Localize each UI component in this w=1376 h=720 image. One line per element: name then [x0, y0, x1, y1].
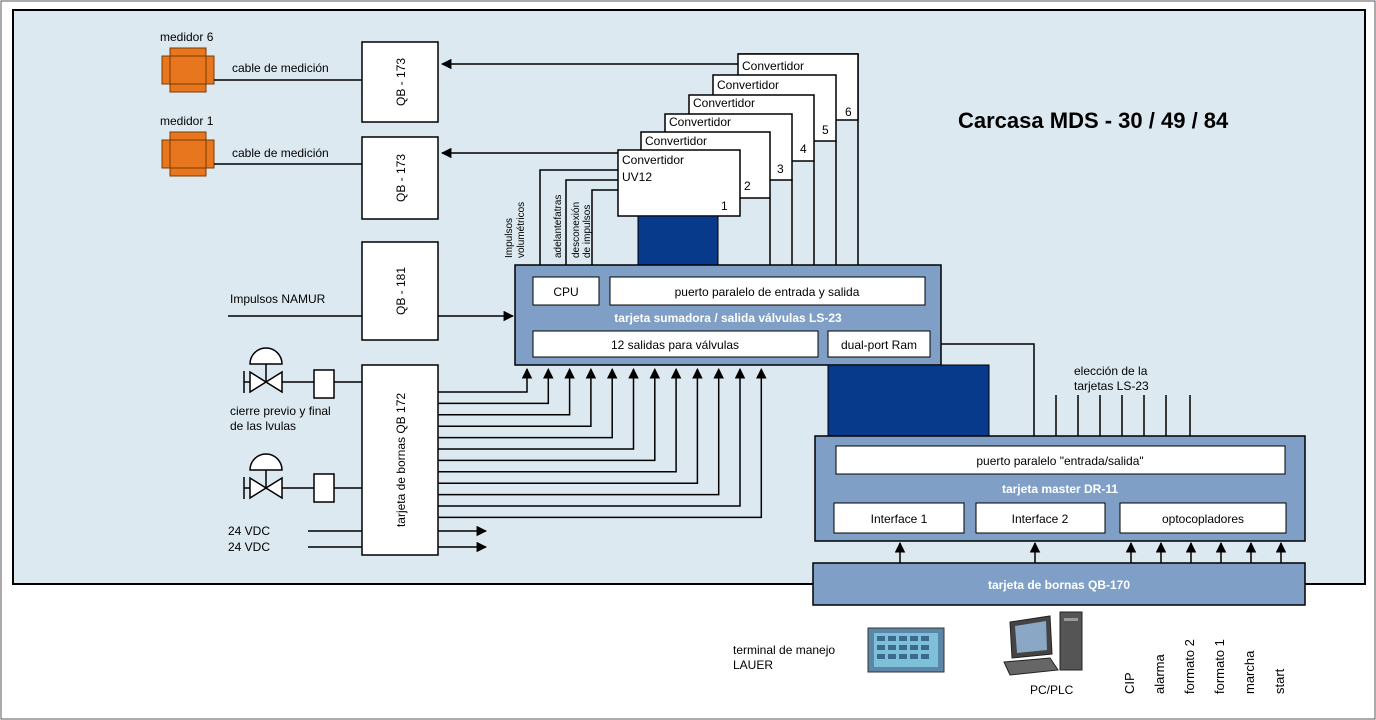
valve-output-line — [438, 367, 767, 519]
valve-bottom-icon — [243, 453, 362, 503]
valve-output-line — [438, 367, 746, 507]
valve-output-line — [438, 367, 682, 473]
qb172-box — [361, 364, 439, 556]
converter-connector — [637, 215, 719, 266]
converter-6-title: Convertidor — [742, 59, 804, 73]
terminal-label-line1: terminal de manejo — [733, 643, 835, 657]
valve-output-line — [438, 367, 618, 439]
meter-6-cable-label: cable de medición — [232, 61, 329, 75]
dr11-parallel-port: puerto paralelo "entrada/salida" — [976, 454, 1143, 468]
ls23-cpu: CPU — [553, 285, 578, 299]
meter-1-label: medidor 1 — [160, 114, 214, 128]
dr11-interface1: Interface 1 — [871, 512, 928, 526]
qb172-label: tarjeta de bornas QB 172 — [394, 393, 408, 527]
qb173-bottom-box — [361, 136, 439, 220]
io-label: CIP — [1122, 672, 1137, 694]
valve-output-line — [438, 367, 639, 450]
io-label: formato 1 — [1212, 639, 1227, 694]
converter-1-uv12: Convertidor UV12 1 — [617, 149, 741, 217]
valve-output-line — [438, 367, 575, 416]
meter-6: medidor 6 cable de medición QB - 173 — [160, 30, 439, 123]
ls23-valve-outputs-box — [532, 330, 819, 358]
ls23-parallel-port-box — [609, 276, 926, 306]
meter-1: medidor 1 cable de medición QB - 173 — [160, 114, 439, 220]
io-labels: CIP alarma formato 2 formato 1 marcha start — [1122, 639, 1287, 694]
housing-title: Carcasa MDS - 30 / 49 / 84 — [958, 108, 1229, 133]
namur-label: Impulsos NAMUR — [230, 292, 326, 306]
signal-volumetric-line1: Impulsos — [504, 218, 515, 258]
ls23-dr11-connector — [827, 364, 990, 437]
valve-top-icon — [243, 347, 362, 399]
terminal-display-icon — [867, 627, 945, 673]
pc-label: PC/PLC — [1030, 683, 1074, 697]
selection-lines — [1055, 395, 1191, 436]
valve-output-line — [438, 367, 533, 393]
converter-4-number: 4 — [800, 142, 807, 156]
ls23-dual-port-box — [827, 330, 931, 358]
signal-volumetric-line2: volumétricos — [516, 202, 527, 258]
power-label-1: 24 VDC — [228, 524, 270, 538]
valve-caption-line2: de las lvulas — [230, 419, 296, 433]
ls23-valve-outputs: 12 salidas para válvulas — [611, 338, 739, 352]
valve-output-line — [438, 367, 554, 405]
qb181-label: QB - 181 — [394, 267, 408, 315]
dr11-parallel-port-box — [835, 445, 1286, 475]
selection-label-line2: tarjetas LS-23 — [1074, 379, 1149, 393]
io-label: formato 2 — [1182, 639, 1197, 694]
converter-2-title: Convertidor — [645, 134, 707, 148]
io-label: start — [1272, 668, 1287, 694]
signal-disconnect-line1: desconexión — [571, 202, 582, 258]
qb170-label: tarjeta de bornas QB-170 — [988, 578, 1130, 592]
dr11-interface2: Interface 2 — [1012, 512, 1069, 526]
io-label: marcha — [1242, 650, 1257, 694]
qb170-board — [812, 562, 1306, 606]
signal-disconnect-line2: de impulsos — [582, 205, 593, 258]
io-label: alarma — [1152, 653, 1167, 694]
qb170-dr11-arrows — [894, 541, 1287, 563]
signal-advance: adelantefatras — [553, 195, 564, 258]
converter-6-number: 6 — [845, 105, 852, 119]
valve-output-line — [438, 367, 661, 462]
dr11-optocouplers-box — [1119, 502, 1287, 534]
converter-1-model: UV12 — [622, 170, 652, 184]
valve-output-line — [438, 367, 703, 484]
dr11-interface1-box — [833, 502, 965, 534]
valve-output-line — [438, 367, 724, 496]
ls23-dual-port: dual-port Ram — [841, 338, 917, 352]
selection-label-line1: elección de la — [1074, 364, 1148, 378]
meter-1-icon — [161, 131, 215, 177]
converter-1-number: 1 — [721, 199, 728, 213]
power-label-2: 24 VDC — [228, 540, 270, 554]
converter-5-number: 5 — [822, 123, 829, 137]
converter-5-title: Convertidor — [717, 78, 779, 92]
dr11-title: tarjeta master DR-11 — [1002, 482, 1118, 496]
meter-6-label: medidor 6 — [160, 30, 214, 44]
meter-1-cable-label: cable de medición — [232, 146, 329, 160]
ls23-parallel-port: puerto paralelo de entrada y salida — [675, 285, 860, 299]
ls23-title: tarjeta sumadora / salida válvulas LS-23 — [614, 311, 842, 325]
converter-3-title: Convertidor — [669, 115, 731, 129]
terminal-label-line2: LAUER — [733, 658, 773, 672]
converter-3-number: 3 — [777, 162, 784, 176]
ls23-cpu-box — [532, 276, 600, 306]
valve-caption-line1: cierre previo y final — [230, 404, 331, 418]
qb173-top-box — [361, 41, 439, 123]
converter-2-number: 2 — [744, 179, 751, 193]
converter-1-title: Convertidor — [622, 153, 684, 167]
dr11-optocouplers: optocopladores — [1162, 512, 1244, 526]
pc-computer-icon — [1003, 611, 1083, 676]
converter-4-title: Convertidor — [693, 96, 755, 110]
qb173-top-label: QB - 173 — [394, 58, 408, 106]
qb173-bottom-label: QB - 173 — [394, 154, 408, 202]
valve-output-line — [438, 367, 597, 427]
qb181-box — [361, 241, 439, 341]
meter-6-icon — [161, 47, 215, 93]
valve-output-lines — [438, 367, 767, 519]
dr11-interface2-box — [975, 502, 1106, 534]
